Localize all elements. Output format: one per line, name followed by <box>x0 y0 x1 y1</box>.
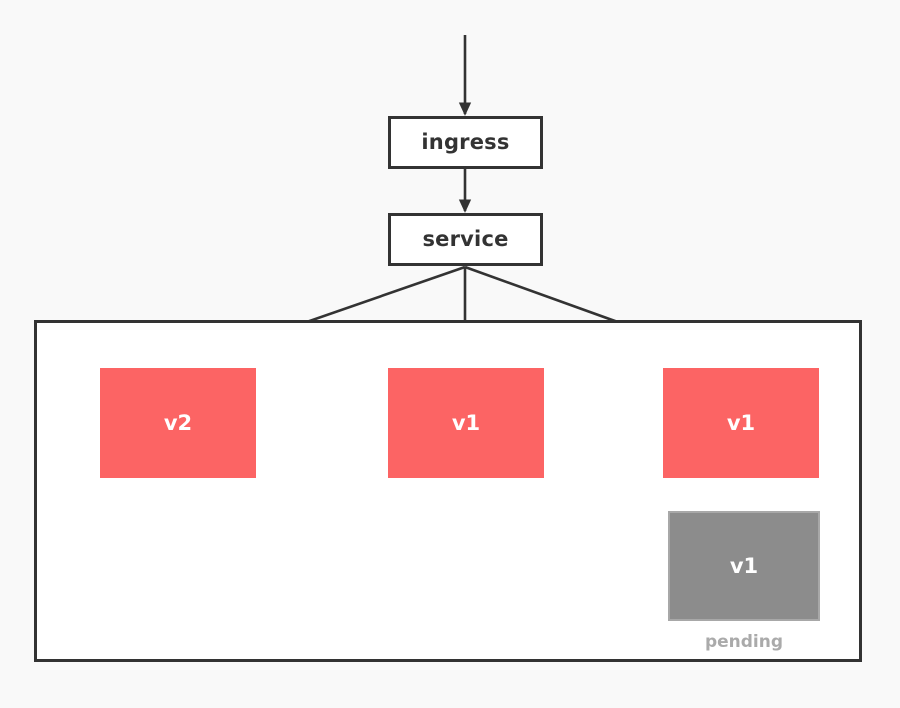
node-service[interactable]: service <box>388 213 543 266</box>
pod-v1-pending-label: v1 <box>729 553 759 578</box>
pod-v1-pending[interactable]: v1 <box>668 511 820 621</box>
node-ingress-label: ingress <box>421 130 510 154</box>
pod-v1-a-label: v1 <box>451 410 481 435</box>
pod-v1-pending-status: pending <box>704 632 784 652</box>
node-service-label: service <box>422 227 509 251</box>
pod-v1-a[interactable]: v1 <box>388 368 544 478</box>
pod-v2-label: v2 <box>163 410 193 435</box>
node-ingress[interactable]: ingress <box>388 116 543 169</box>
pod-v1-b[interactable]: v1 <box>663 368 819 478</box>
pod-v1-b-label: v1 <box>726 410 756 435</box>
pod-v2[interactable]: v2 <box>100 368 256 478</box>
